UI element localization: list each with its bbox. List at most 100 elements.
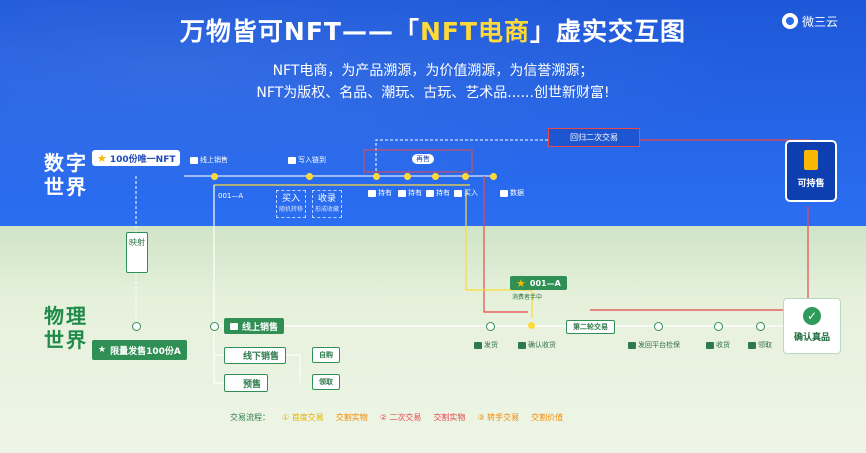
data-node: 数据 <box>500 188 524 198</box>
flow-dot <box>404 173 411 180</box>
mapping-label: 映射 <box>129 238 145 247</box>
user-icon <box>454 189 462 197</box>
legend: 交易流程： ① 首度交易 交割实物 ② 二次交易 交割实物 ③ 转手交易 交割价… <box>230 412 563 423</box>
user-icon <box>628 341 636 349</box>
buyer-node: 买入 <box>454 188 478 198</box>
presale-box: 预售 <box>224 374 269 392</box>
self-pick-label: 自购 <box>319 351 333 359</box>
monitor-icon <box>190 156 198 164</box>
page-title: 万物皆可NFT——「NFT电商」虚实交互图 <box>0 12 866 48</box>
data-label: 数据 <box>510 189 524 197</box>
buy-label: 买入 <box>281 194 300 204</box>
self-pick-box: 自购 <box>312 347 340 363</box>
online-sales-box: 线上销售 <box>224 318 285 334</box>
tag-label: 001—A <box>529 278 561 288</box>
flow-dot <box>210 322 219 331</box>
limited-release-box: ★ 限量发售100份A <box>92 340 187 360</box>
flow-dot <box>756 322 765 331</box>
buy-sub: 随机转移 <box>278 206 303 213</box>
title-part2: 」虚实交互图 <box>530 17 687 46</box>
holder-1: 持有 <box>368 188 392 198</box>
holder-label: 持有 <box>408 189 422 197</box>
star-icon: ★ <box>98 345 107 355</box>
tag-box: ★ 001—A <box>510 276 567 290</box>
mapping-box: 映射 <box>126 232 148 273</box>
claim-label: 领取 <box>319 378 333 386</box>
section-physical-world: 物理 世界 <box>44 304 88 352</box>
collect-sub: 形成收藏 <box>314 206 339 213</box>
holder-label: 持有 <box>436 189 450 197</box>
legend-item-4: 交割实物 <box>433 412 465 423</box>
legend-item-5: ③ 转手交易 <box>477 413 520 422</box>
resale-tag-text: 再售 <box>416 155 430 163</box>
truck-icon <box>706 341 714 349</box>
legend-label: 交易流程： <box>230 413 270 422</box>
section-digital-world: 数字 世界 <box>44 151 88 199</box>
limited-label: 限量发售100份A <box>110 346 181 357</box>
write-in-node: 写入链到 <box>288 155 326 165</box>
data-icon <box>500 189 508 197</box>
offline-sales-label: 线下销售 <box>243 352 280 362</box>
tradeable-label: 可持售 <box>797 179 825 189</box>
traceability-id: 001—A <box>218 192 243 200</box>
logo-icon <box>782 13 798 29</box>
legend-text: 交割实物 <box>335 413 368 422</box>
online-sales-label: 线上销售 <box>242 322 279 333</box>
holder-label: 持有 <box>378 189 392 197</box>
presale-label: 预售 <box>243 379 262 390</box>
flow-dot <box>490 173 497 180</box>
confirm-real-label: 确认真品 <box>793 333 830 343</box>
title-part1: 万物皆可NFT——「 <box>179 17 420 46</box>
digital-world-band <box>0 0 866 226</box>
tag-sub: 消费者手中 <box>512 292 542 301</box>
platform-warranty-label: 发回平台检保 <box>638 341 680 349</box>
legend-text: 首度交易 <box>291 413 324 422</box>
legend-item-2: 交割实物 <box>336 412 368 423</box>
holder-2: 持有 <box>398 188 422 198</box>
tradeable-phone: 可持售 <box>785 140 837 202</box>
buyer-label: 买入 <box>464 189 478 197</box>
truck-icon <box>474 341 482 349</box>
confirm-receipt-node: 确认收货 <box>518 340 556 350</box>
legend-item-6: 交割价值 <box>531 412 563 423</box>
online-sale-label: 线上销售 <box>200 156 228 164</box>
second-trade-label: 第二轮交易 <box>573 323 608 331</box>
user-icon <box>426 189 434 197</box>
nft-100-box: ★ 100份唯一NFT <box>92 150 181 166</box>
monitor-icon <box>230 322 238 330</box>
flow-dot <box>132 322 141 331</box>
legend-text: 交割实物 <box>433 413 466 422</box>
legend-text: 交割价值 <box>531 413 564 422</box>
user-icon <box>398 189 406 197</box>
legend-item-3: ② 二次交易 <box>379 413 422 422</box>
check-icon: ✓ <box>803 307 821 325</box>
flow-dot <box>211 173 218 180</box>
flow-dot <box>528 322 535 329</box>
return-trade-label: 回归二次交易 <box>570 133 618 142</box>
confirm-real-box: ✓ 确认真品 <box>783 298 841 354</box>
reship-node: 收货 <box>706 340 730 350</box>
return-trade-box: 回归二次交易 <box>548 128 640 147</box>
truck-icon <box>748 341 756 349</box>
clock-icon <box>231 379 239 387</box>
offline-sales-box: 线下销售 <box>224 347 287 364</box>
resale-tag: 再售 <box>412 154 434 164</box>
star-icon: ★ <box>516 276 526 290</box>
second-trade-box: 第二轮交易 <box>566 320 615 334</box>
flow-dot <box>373 173 380 180</box>
flow-dot <box>654 322 663 331</box>
phone-icon <box>804 150 818 170</box>
traceability-text: 001—A <box>218 192 244 200</box>
subtitle-line2: NFT为版权、名品、潮玩、古玩、艺术品......创世新财富! <box>256 85 610 101</box>
user-icon <box>518 341 526 349</box>
brand-logo: 微三云 <box>782 10 852 32</box>
flow-dot <box>486 322 495 331</box>
ship2-node: 领取 <box>748 340 772 350</box>
online-sale-node: 线上销售 <box>190 155 228 165</box>
user-icon <box>288 156 296 164</box>
buy-box: 买入 随机转移 <box>276 190 306 218</box>
legend-text: 转手交易 <box>487 413 520 422</box>
collect-label: 收录 <box>317 194 336 204</box>
